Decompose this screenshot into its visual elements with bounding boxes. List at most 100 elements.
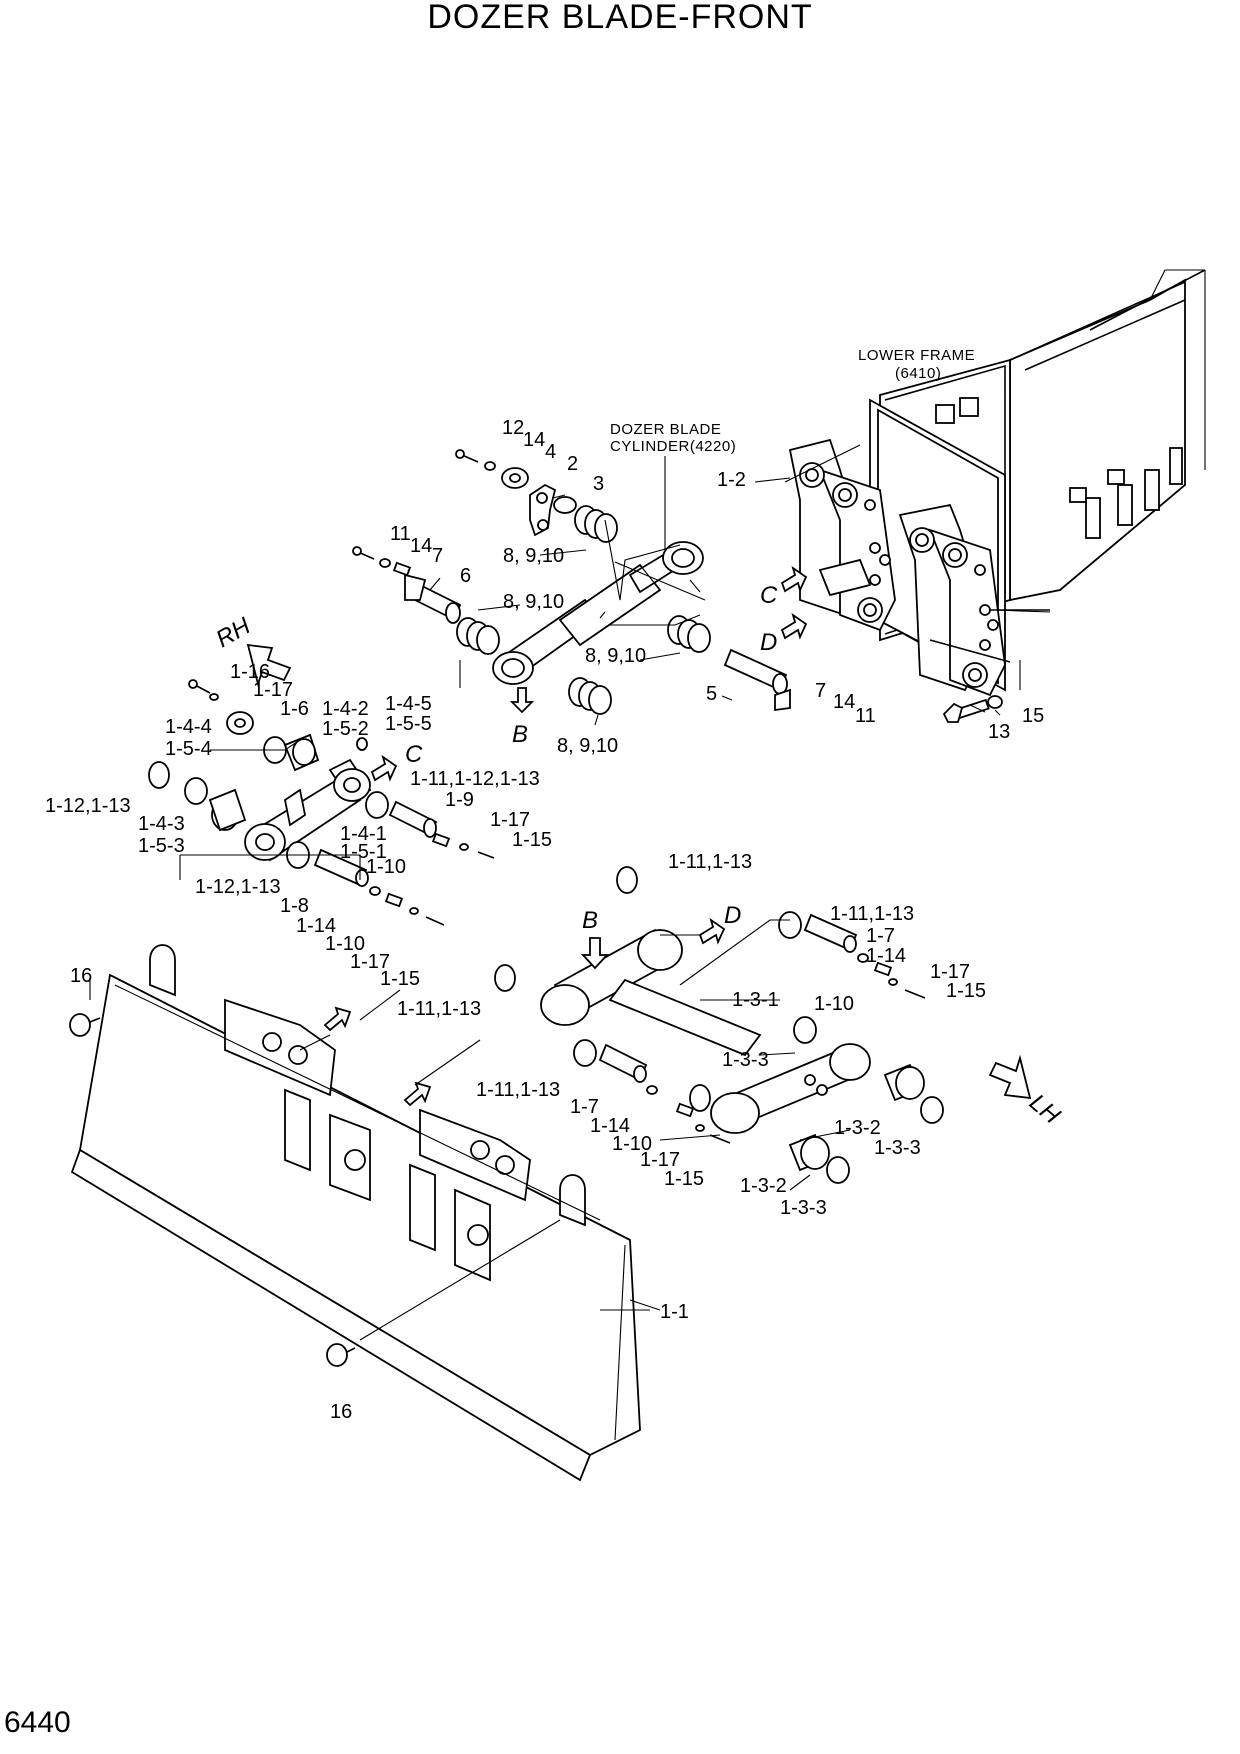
callout: 1-17	[490, 809, 530, 831]
page-number: 6440	[4, 1706, 71, 1739]
callout: 1-5-3	[138, 835, 185, 857]
callout: 1-3-3	[874, 1137, 921, 1159]
bolt-13-washer-15	[942, 695, 1003, 723]
callout: 1-3-2	[740, 1175, 787, 1197]
dozer-blade	[70, 944, 661, 1482]
callout: 14	[523, 429, 545, 451]
direction-arrow-b-upper	[509, 687, 535, 714]
callout: 1-4-3	[138, 813, 185, 835]
callout: 2	[567, 453, 578, 475]
pin-6	[404, 573, 462, 624]
callout: 1-11,1-13	[476, 1079, 560, 1101]
callout: 8, 9,10	[557, 735, 618, 757]
callout: 7	[815, 680, 826, 702]
callout: 1-3-1	[732, 989, 779, 1011]
leader-lines	[89, 444, 1001, 1341]
callout: 1-17	[253, 679, 293, 701]
callout: 1-5-4	[165, 738, 212, 760]
dir-label-c-lower: C	[405, 741, 423, 768]
callout: 1-15	[380, 968, 420, 990]
callout: 1-15	[946, 980, 986, 1002]
callout: 1-15	[664, 1168, 704, 1190]
callout: 15	[1022, 705, 1044, 727]
direction-arrow-b-lower	[580, 937, 610, 970]
direction-arrow-d-lower	[698, 917, 726, 945]
note-lower-frame-2: (6410)	[895, 365, 941, 382]
direction-arrow-blade-1	[323, 1006, 352, 1032]
callout: 3	[593, 473, 604, 495]
callout: 1-4-2	[322, 698, 369, 720]
callout: 1-14	[296, 915, 336, 937]
callout: 1-11,1-13	[397, 998, 481, 1020]
trunnion-arm-assembly-left	[148, 679, 495, 926]
note-lower-frame-1: LOWER FRAME	[858, 347, 975, 364]
callout-labels: LOWER FRAME (6410) DOZER BLADE CYLINDER(…	[45, 347, 1066, 1423]
callout: 6	[460, 565, 471, 587]
direction-arrow-rh	[246, 643, 292, 688]
callout: 11	[390, 523, 411, 545]
callout: 8, 9,10	[503, 545, 564, 567]
callout: 1-17	[640, 1149, 680, 1171]
dir-label-d-upper: D	[760, 629, 777, 656]
callout: 1-14	[866, 945, 906, 967]
note-cylinder-1: DOZER BLADE	[610, 421, 721, 438]
callout: 16	[330, 1401, 352, 1423]
callout: 1-17	[350, 951, 390, 973]
direction-arrow-blade-2	[403, 1081, 432, 1107]
dozer-blade-cylinder	[492, 541, 704, 685]
callout: 1-7	[866, 925, 895, 947]
callout: 1-5-5	[385, 713, 432, 735]
callout: 1-3-3	[722, 1049, 769, 1071]
callout: 13	[988, 721, 1010, 743]
dir-label-b-lower: B	[582, 907, 598, 934]
callout: 1-12,1-13	[195, 876, 281, 898]
callout: 4	[545, 441, 556, 463]
callout: 8, 9,10	[585, 645, 646, 667]
callout: 1-6	[280, 698, 309, 720]
dir-label-c-upper: C	[760, 582, 778, 609]
callout: 1-11,1-13	[830, 903, 914, 925]
callout: 1-5-1	[340, 841, 387, 863]
direction-arrow-lh	[988, 1054, 1032, 1100]
callout: 1-9	[445, 789, 474, 811]
callout: 1-10	[612, 1133, 652, 1155]
direction-arrow-d-upper	[780, 612, 808, 640]
callout: 7	[432, 545, 443, 567]
stopper-16-bottom	[326, 1343, 356, 1367]
callout: 1-10	[366, 856, 406, 878]
callout: 1-5-2	[322, 718, 369, 740]
callout: 1-10	[814, 993, 854, 1015]
dir-label-lh: LH	[1024, 1089, 1065, 1130]
callout: 1-2	[717, 469, 746, 491]
pin-5	[723, 648, 791, 712]
stopper-16-left	[69, 1013, 101, 1037]
callout: 14	[410, 535, 432, 557]
callout: 1-11,1-12,1-13	[410, 768, 540, 790]
callout: 1-1	[660, 1301, 689, 1323]
callout: 14	[833, 691, 855, 713]
shim-rings	[456, 505, 711, 715]
callout: 1-15	[512, 829, 552, 851]
callout: 1-12,1-13	[45, 795, 131, 817]
callout: 1-14	[590, 1115, 630, 1137]
callout: 8, 9,10	[503, 591, 564, 613]
trunnion-arm-assembly-right	[494, 866, 944, 1184]
callout: 1-3-2	[834, 1117, 881, 1139]
callout: 1-16	[230, 661, 270, 683]
callout: 11	[855, 705, 876, 727]
page-title: DOZER BLADE-FRONT	[427, 0, 813, 36]
callout: 1-11,1-13	[668, 851, 752, 873]
callout: 5	[706, 683, 717, 705]
callout: 12	[502, 417, 524, 439]
callout: 1-10	[325, 933, 365, 955]
callout: 1-7	[570, 1096, 599, 1118]
direction-arrow-c-lower	[370, 754, 398, 782]
callout: 16	[70, 965, 92, 987]
callout: 1-17	[930, 961, 970, 983]
dir-label-d-lower: D	[724, 902, 741, 929]
callout: 1-8	[280, 895, 309, 917]
callout: 1-4-4	[165, 716, 212, 738]
dir-label-b-upper: B	[512, 721, 528, 748]
